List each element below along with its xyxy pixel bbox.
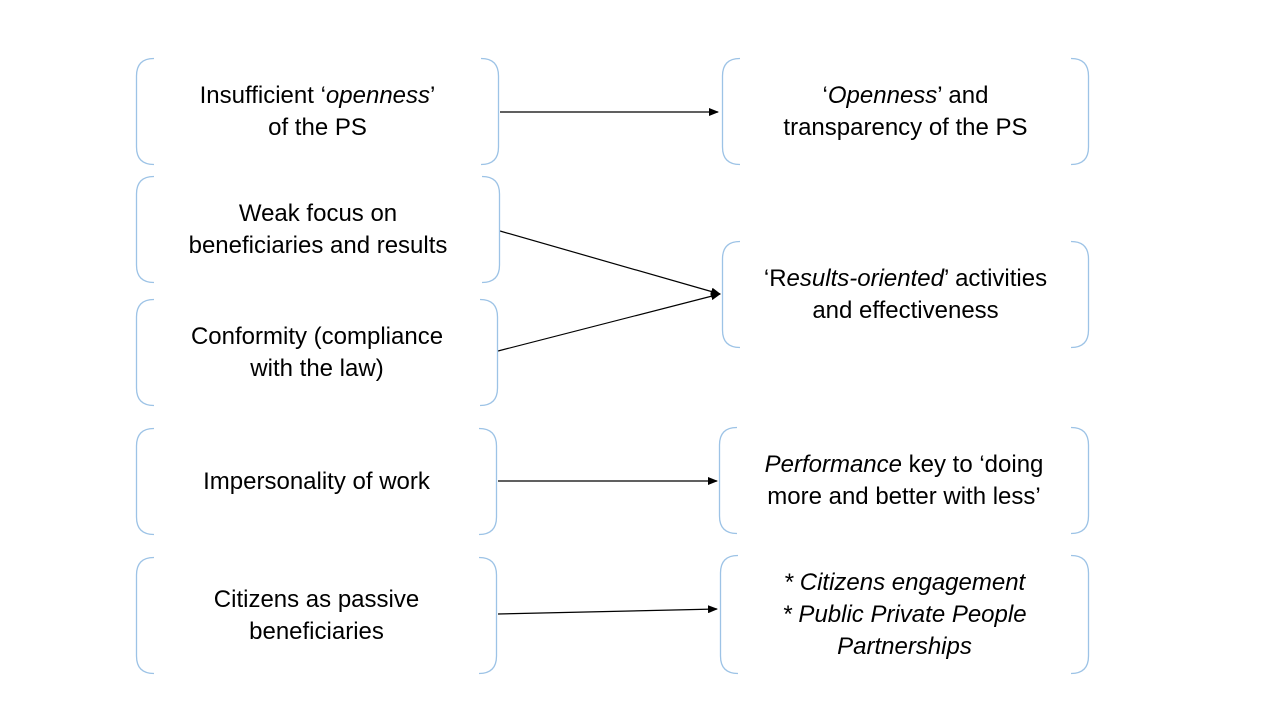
text-line: beneficiaries: [249, 616, 384, 648]
text-segment: beneficiaries and results: [188, 231, 448, 259]
text-line: Conformity (compliance: [191, 321, 443, 353]
text-segment: more and better with less’: [767, 482, 1041, 510]
box-frame: [135, 556, 498, 675]
text-segment: Insufficient ‘: [199, 81, 326, 109]
italic-text: * Public Private People: [782, 600, 1027, 628]
italic-text: Partnerships: [837, 632, 972, 660]
text-line: with the law): [250, 353, 383, 385]
text-segment: ’ activities: [943, 264, 1048, 292]
text-segment: Impersonality of work: [203, 467, 430, 495]
text-line: * Citizens engagement: [784, 567, 1025, 599]
text-line: Weak focus on: [239, 198, 397, 230]
text-line: ‘Results-oriented’ activities: [764, 263, 1047, 295]
arrow-l5-to-r4: [497, 605, 718, 615]
text-segment: Weak focus on: [238, 199, 398, 227]
text-segment: with the law): [250, 354, 384, 382]
italic-text: openness: [325, 81, 431, 109]
italic-text: Performance: [764, 450, 902, 478]
left-box-4: Impersonality of work: [135, 427, 498, 536]
text-segment: key to ‘doing: [901, 450, 1044, 478]
box-frame: [135, 298, 499, 407]
text-line: more and better with less’: [767, 481, 1040, 513]
box-frame: [135, 175, 501, 284]
right-box-4: * Citizens engagement * Public Private Pe…: [719, 554, 1090, 675]
arrow-l2-to-r2: [499, 230, 721, 296]
box-frame: [135, 57, 500, 166]
text-segment: ’ and: [937, 81, 989, 109]
left-box-5: Citizens as passive beneficiaries: [135, 556, 498, 675]
text-line: Impersonality of work: [203, 466, 430, 498]
text-segment: ‘R: [763, 264, 787, 292]
box-frame: [718, 426, 1090, 535]
box-text: Impersonality of work: [136, 428, 497, 535]
text-line: transparency of the PS: [783, 112, 1027, 144]
text-segment: Citizens as passive: [213, 585, 420, 613]
box-frame: [719, 554, 1090, 675]
text-line: * Public Private People: [782, 599, 1026, 631]
box-text: Citizens as passive beneficiaries: [136, 557, 497, 674]
text-line: Citizens as passive: [214, 584, 419, 616]
text-line: ‘Openness’ and: [823, 80, 989, 112]
box-text: Insufficient ‘openness’of the PS: [136, 58, 499, 165]
text-segment: beneficiaries: [249, 617, 384, 645]
text-line: Insufficient ‘openness’: [200, 80, 436, 112]
text-segment: of the PS: [268, 113, 367, 141]
italic-text: esults-oriented: [786, 264, 944, 292]
left-box-2: Weak focus on beneficiaries and results: [135, 175, 501, 284]
box-text: Conformity (compliance with the law): [136, 299, 498, 406]
box-frame: [135, 427, 498, 536]
text-line: beneficiaries and results: [189, 230, 448, 262]
text-line: Partnerships: [837, 631, 972, 663]
box-frame: [721, 240, 1090, 349]
box-frame: [721, 57, 1090, 166]
italic-text: Openness: [827, 81, 938, 109]
text-segment: and effectiveness: [812, 296, 999, 324]
left-box-3: Conformity (compliance with the law): [135, 298, 499, 407]
text-segment: ’: [430, 81, 436, 109]
text-segment: transparency of the PS: [783, 113, 1028, 141]
text-line: and effectiveness: [812, 295, 998, 327]
text-segment: ‘: [822, 81, 828, 109]
text-line: of the PS: [268, 112, 367, 144]
left-box-1: Insufficient ‘openness’of the PS: [135, 57, 500, 166]
arrow-l3-to-r2: [497, 292, 721, 352]
text-segment: Conformity (compliance: [190, 322, 444, 350]
italic-text: * Citizens engagement: [783, 568, 1026, 596]
box-text: * Citizens engagement * Public Private Pe…: [720, 555, 1089, 674]
text-line: Performance key to ‘doing: [765, 449, 1044, 481]
box-text: Weak focus on beneficiaries and results: [136, 176, 500, 283]
